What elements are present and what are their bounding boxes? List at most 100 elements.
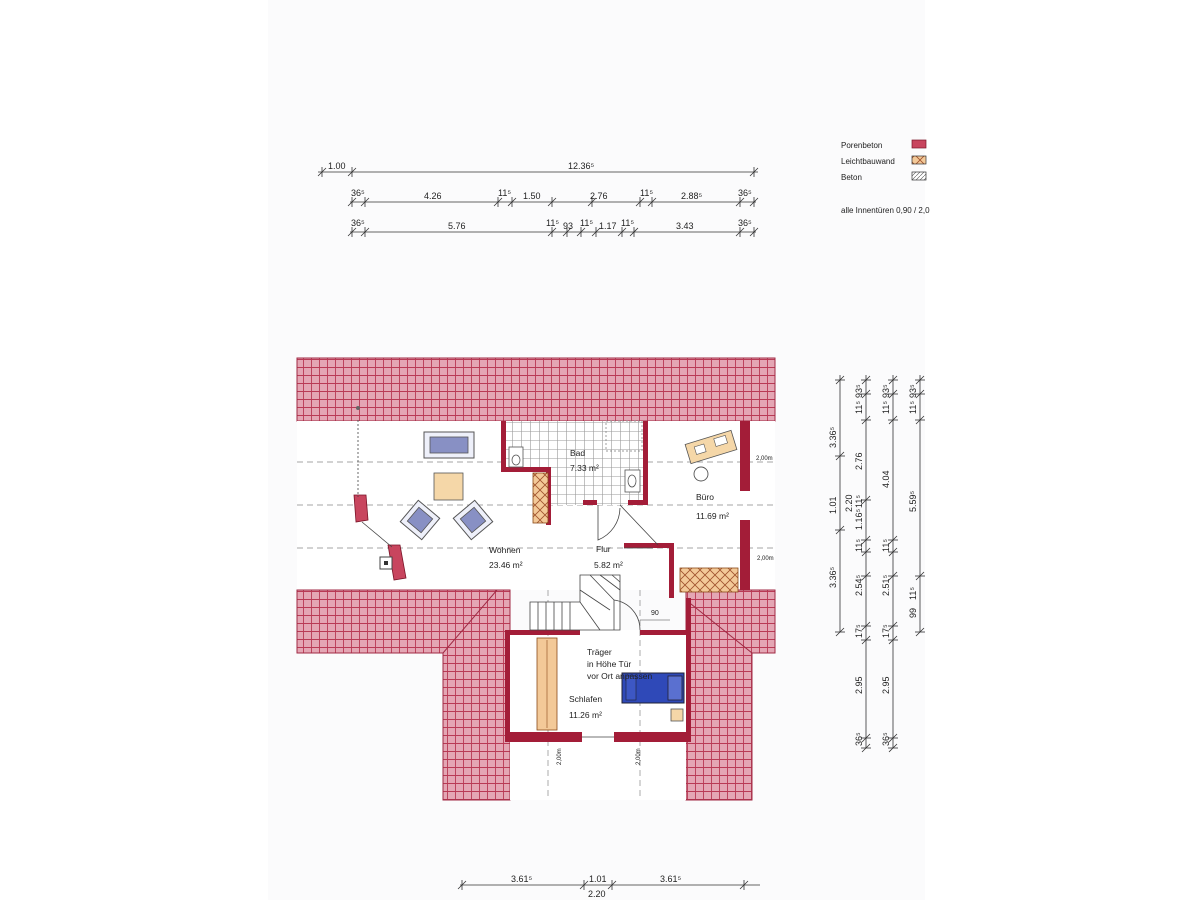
nightstand [670,708,684,722]
note-traeger-2: in Höhe Tür [587,659,631,669]
room-name-wohnen: Wohnen [489,545,521,555]
dim-top-3-1: 5.76 [448,221,466,231]
dim-side-2-9: 2.95 [854,676,864,694]
room-name-buero: Büro [696,492,714,502]
dim-side-2-10: 36⁵ [854,732,864,746]
dim-top-3-4: 11⁵ [580,218,593,228]
dim-side-3-5: 17⁵ [881,624,891,638]
legend-swatch-leichtbauwand [911,155,927,165]
dim-side-2-5: 1.16⁵ [854,508,864,530]
side-dimension-texts: 3.36⁵ 1.01 3.36⁵ 11⁵ 93⁵ 2.76 2.20 11⁵ 1… [828,384,918,746]
legend-label-beton: Beton [841,173,862,182]
dim-side-2-2: 2.76 [854,452,864,470]
room-name-bad: Bad [570,448,585,458]
dim-side-2-8: 17⁵ [854,624,864,638]
dim-top-3-8: 36⁵ [738,218,752,228]
dim-top-1-1: 12.36⁵ [568,161,595,171]
dim-top-3-2: 11⁵ [546,218,559,228]
dim-top-2-4: 2.76 [590,191,608,201]
dim-side-4-4: 11⁵ [908,587,918,600]
legend-label-porenbeton: Porenbeton [841,141,882,150]
room-area-schlafen: 11.26 m² [569,710,602,720]
dim-side-1-2: 3.36⁵ [828,566,838,588]
room-area-bad: 7.33 m² [570,463,599,473]
dim-side-3-6: 2.95 [881,676,891,694]
stove-dot-icon [384,561,388,565]
dim-top-2-6: 2.88⁵ [681,191,703,201]
top-dimension-texts: 1.00 12.36⁵ 36⁵ 4.26 11⁵ 1.50 2.76 11⁵ 2… [328,161,752,231]
dim-side-4-0: 11⁵ [908,401,918,414]
label-height-schlafen-1: 2,00m [557,748,563,765]
label-height-buero-1: 2,00m [756,456,773,462]
note-traeger-3: vor Ort anpassen [587,671,652,681]
room-area-wohnen: 23.46 m² [489,560,523,570]
dim-bottom-1: 1.01 [589,874,607,884]
room-area-buero: 11.69 m² [696,511,729,521]
roof-top-band [296,357,776,422]
dim-side-3-0: 11⁵ [881,401,891,414]
dim-bottom-sub: 2.20 [588,889,606,899]
room-name-flur: Flur [596,544,611,554]
label-height-buero-2: 2,00m [757,556,774,562]
room-area-flur: 5.82 m² [594,560,623,570]
bed [621,672,685,704]
armchair-left [399,499,441,541]
bottom-dimension-texts: 3.61⁵ 1.01 3.61⁵ 2.20 [511,874,682,899]
label-height-schlafen-2: 2,00m [636,748,642,765]
dim-top-3-0: 36⁵ [351,218,365,228]
closet-buero [679,567,739,593]
dim-side-1-1: 1.01 [828,496,838,514]
dim-top-3-6: 11⁵ [621,218,634,228]
dim-side-2-4: 11⁵ [854,495,864,508]
legend-swatch-porenbeton [911,139,927,149]
dim-top-3-3: 93 [563,221,573,231]
sofa [423,431,475,459]
dim-top-3-5: 1.17 [599,221,617,231]
dim-top-1-0: 1.00 [328,161,346,171]
dim-side-3-2: 4.04 [881,470,891,488]
closet-bath [532,472,549,524]
shower-icon [605,420,643,452]
dim-side-3-3: 11⁵ [881,539,891,552]
vent-icon [356,406,360,410]
page-margin [925,0,1200,900]
legend-note: alle Innentüren 0,90 / 2,0 [841,206,930,215]
dim-top-2-1: 4.26 [424,191,442,201]
dim-side-1-0: 3.36⁵ [828,426,838,448]
dim-side-3-7: 36⁵ [881,732,891,746]
dim-side-3-1: 93⁵ [881,384,891,398]
legend-label-leichtbauwand: Leichtbauwand [841,157,895,166]
bath-tiles [505,421,643,471]
dim-side-2-0: 11⁵ [854,401,864,414]
dim-top-2-3: 1.50 [523,191,541,201]
side-dimension-lines [835,375,925,753]
dim-side-4-3: 99 [908,608,918,618]
staircase [529,574,621,631]
bottom-dimension-lines [457,880,760,890]
dim-side-2-1: 93⁵ [854,384,864,398]
armchair-right [452,499,494,541]
dim-side-4-1: 93⁵ [908,384,918,398]
note-traeger-1: Träger [587,647,612,657]
dim-top-2-0: 36⁵ [351,188,365,198]
dim-bottom-0: 3.61⁵ [511,874,533,884]
dim-side-4-2: 5.59⁵ [908,490,918,512]
dim-door-90: 90 [651,610,659,617]
dim-top-2-2: 11⁵ [498,188,511,198]
dim-top-2-7: 36⁵ [738,188,752,198]
dim-side-3-4: 2.51⁵ [881,574,891,596]
dim-bottom-2: 3.61⁵ [660,874,682,884]
doors [582,504,659,738]
legend-swatch-beton [911,171,927,181]
dim-side-2-6: 11⁵ [854,539,864,552]
legend: Porenbeton Leichtbauwand Beton alle Inne… [841,139,930,215]
walls [501,421,750,742]
dim-side-2-7: 2.54⁵ [854,574,864,596]
desk-chair-icon [693,466,709,482]
room-name-schlafen: Schlafen [569,694,602,704]
dim-top-3-7: 3.43 [676,221,694,231]
dim-top-2-5: 11⁵ [640,188,653,198]
desk [684,429,738,465]
top-dimensions [317,167,759,237]
